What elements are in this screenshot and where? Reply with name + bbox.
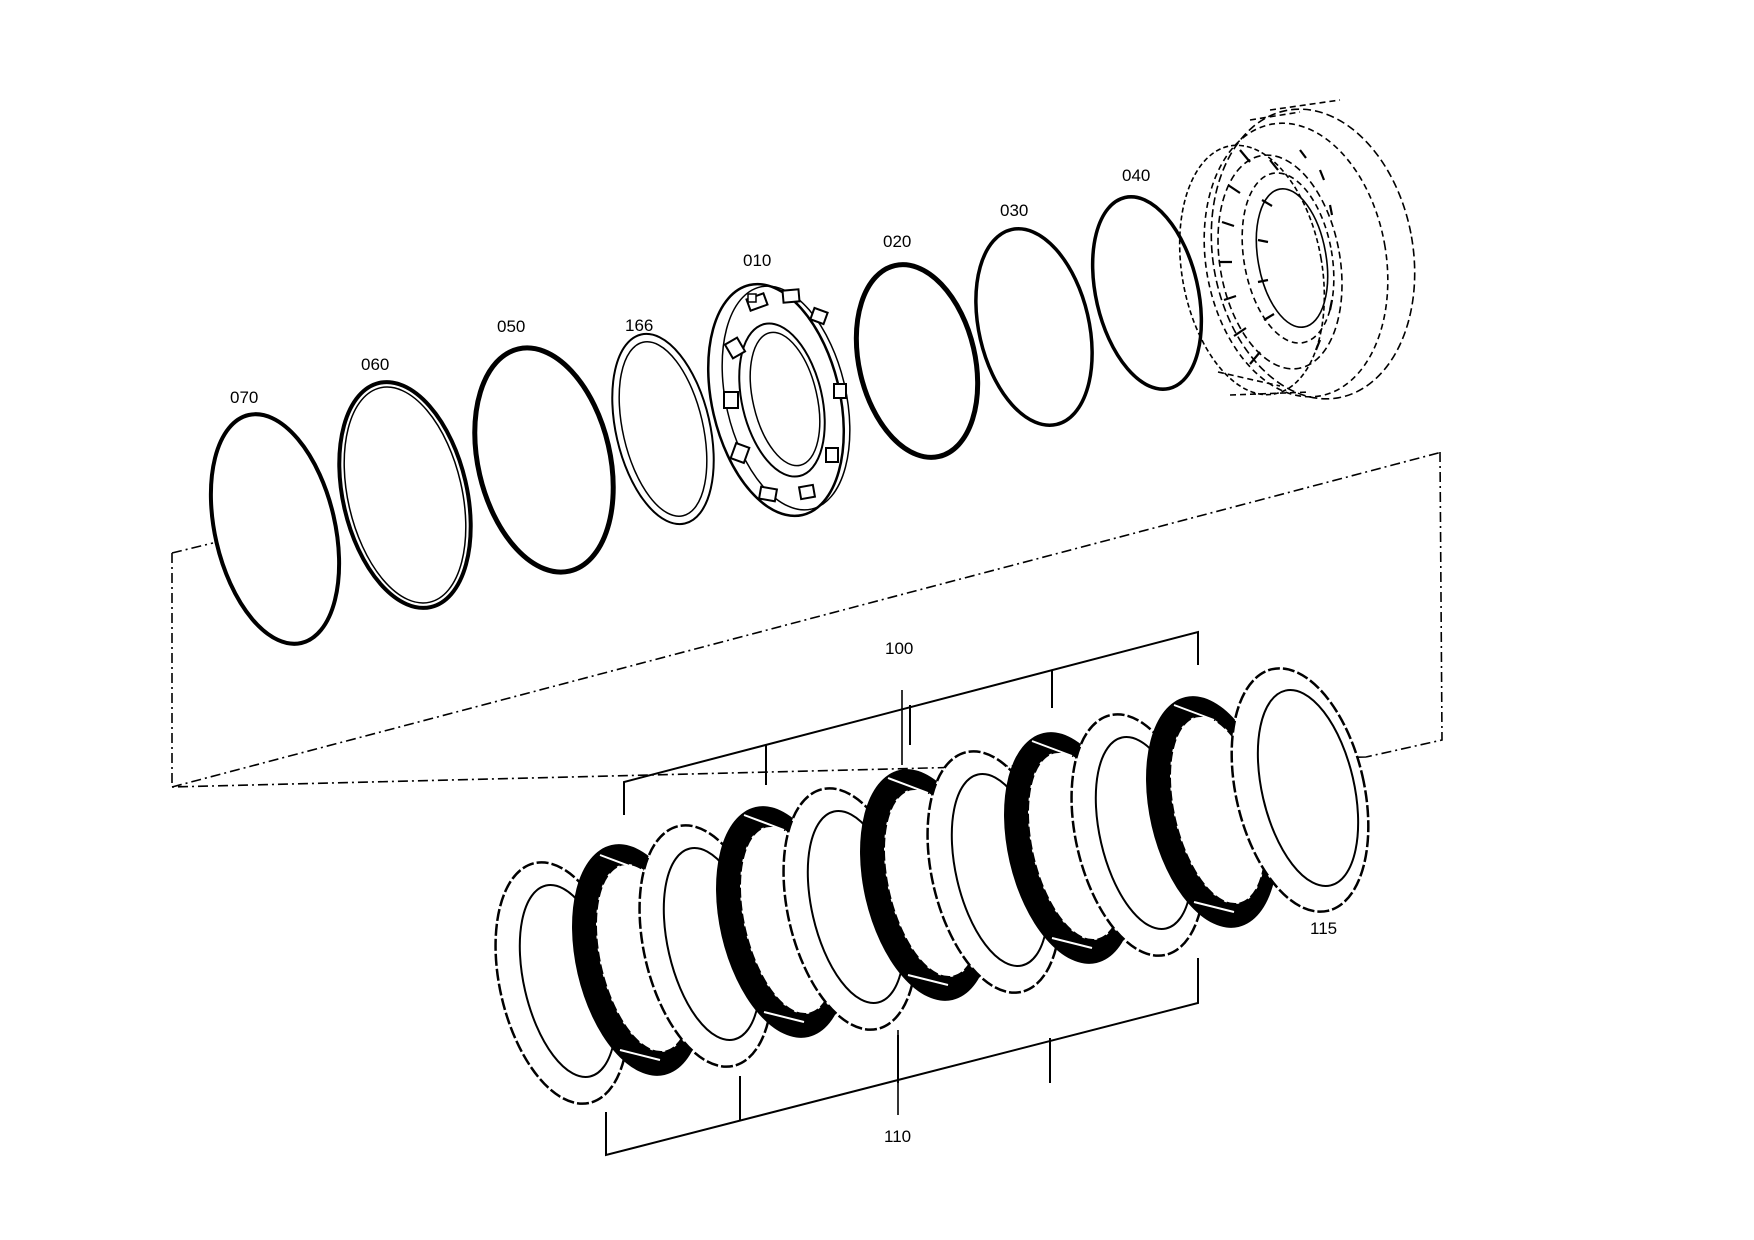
label-030: 030 xyxy=(1000,201,1028,220)
label-070: 070 xyxy=(230,388,258,407)
bracket-100 xyxy=(623,630,1199,815)
ring-030 xyxy=(974,227,1094,427)
ring-166 xyxy=(611,332,715,526)
label-166: 166 xyxy=(625,316,653,335)
ring-040 xyxy=(1090,195,1204,391)
label-020: 020 xyxy=(883,232,911,251)
label-050: 050 xyxy=(497,317,525,336)
leader-lines xyxy=(897,690,903,1115)
label-100: 100 xyxy=(885,639,913,658)
label-040: 040 xyxy=(1122,166,1150,185)
ring-050 xyxy=(472,345,616,575)
ring-020 xyxy=(853,262,981,460)
end-plate-115 xyxy=(1230,667,1370,913)
label-010: 010 xyxy=(743,251,771,270)
piston-010 xyxy=(706,282,851,518)
label-060: 060 xyxy=(361,355,389,374)
assembly-boundary-diagonal xyxy=(171,451,1443,788)
ring-060 xyxy=(337,380,473,610)
label-115: 115 xyxy=(1310,919,1337,938)
ring-070 xyxy=(208,412,342,646)
clutch-housing xyxy=(1178,99,1416,400)
label-110: 110 xyxy=(884,1127,911,1146)
